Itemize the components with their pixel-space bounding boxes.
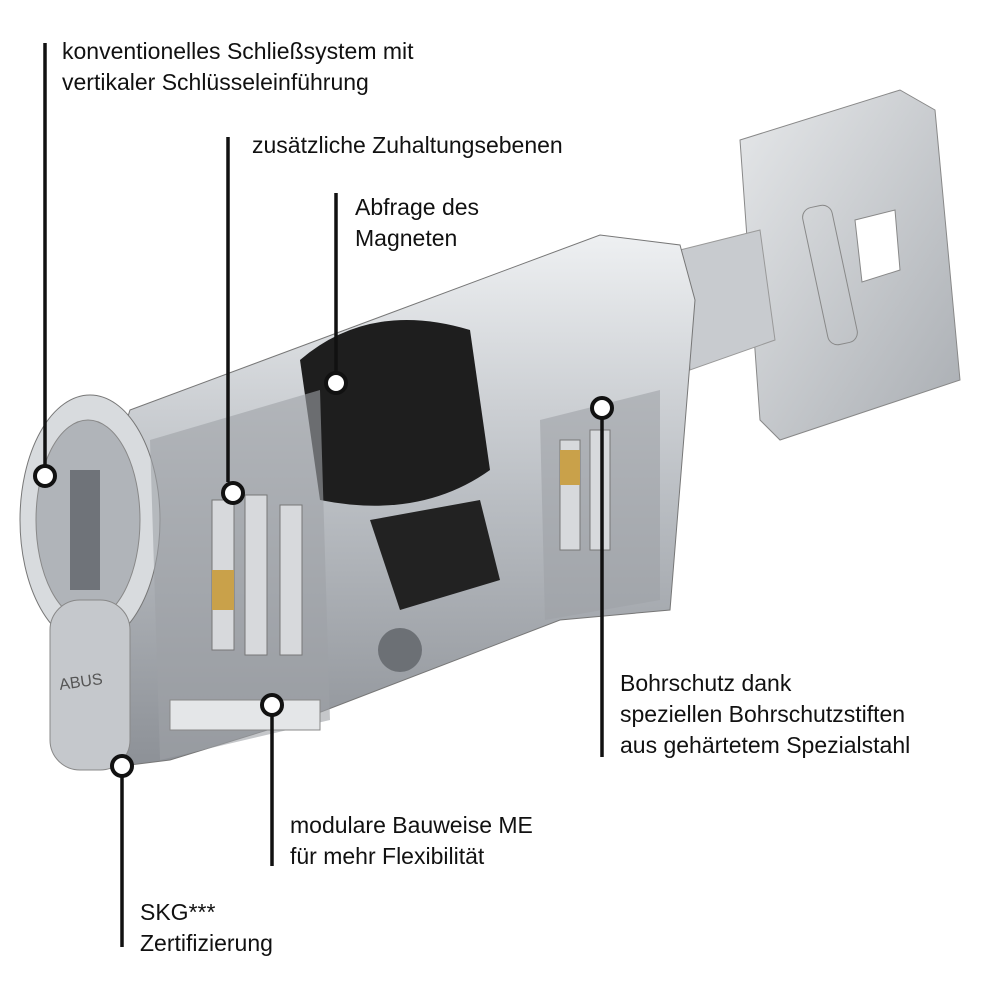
label-line: speziellen Bohrschutzstiften	[620, 701, 906, 727]
screw-hole	[378, 628, 422, 672]
cam-ring	[300, 320, 490, 506]
label-line: SKG***	[140, 899, 216, 925]
label-line: Zertifizierung	[140, 930, 273, 956]
label-line: konventionelles Schließsystem mit	[62, 38, 414, 64]
cylinder-foot	[49, 599, 131, 771]
label-conventional-locking: konventionelles Schließsystem mit vertik…	[62, 36, 414, 98]
pins	[211, 429, 611, 656]
label-line: aus gehärtetem Spezialstahl	[620, 732, 911, 758]
label-skg: SKG*** Zertifizierung	[140, 897, 273, 959]
label-line: zusätzliche Zuhaltungsebenen	[252, 132, 563, 158]
cam	[370, 500, 500, 610]
svg-text:ABUS: ABUS	[58, 671, 104, 694]
label-magnet: Abfrage des Magneten	[355, 192, 479, 254]
label-line: vertikaler Schlüsseleinführung	[62, 69, 369, 95]
key	[679, 89, 961, 441]
label-modular: modulare Bauweise ME für mehr Flexibilit…	[290, 810, 533, 872]
cylinder-body: ABUS	[19, 234, 696, 771]
leader-lines	[33, 43, 614, 947]
label-line: modulare Bauweise ME	[290, 812, 533, 838]
label-drill-protection: Bohrschutz dank speziellen Bohrschutzsti…	[620, 668, 910, 761]
label-line: Abfrage des	[355, 194, 480, 220]
keyway	[70, 470, 100, 590]
modular-rod	[169, 699, 321, 731]
label-line: Bohrschutz dank	[620, 670, 792, 696]
label-tumbler-levels: zusätzliche Zuhaltungsebenen	[252, 130, 563, 161]
label-line: für mehr Flexibilität	[290, 843, 485, 869]
label-line: Magneten	[355, 225, 458, 251]
